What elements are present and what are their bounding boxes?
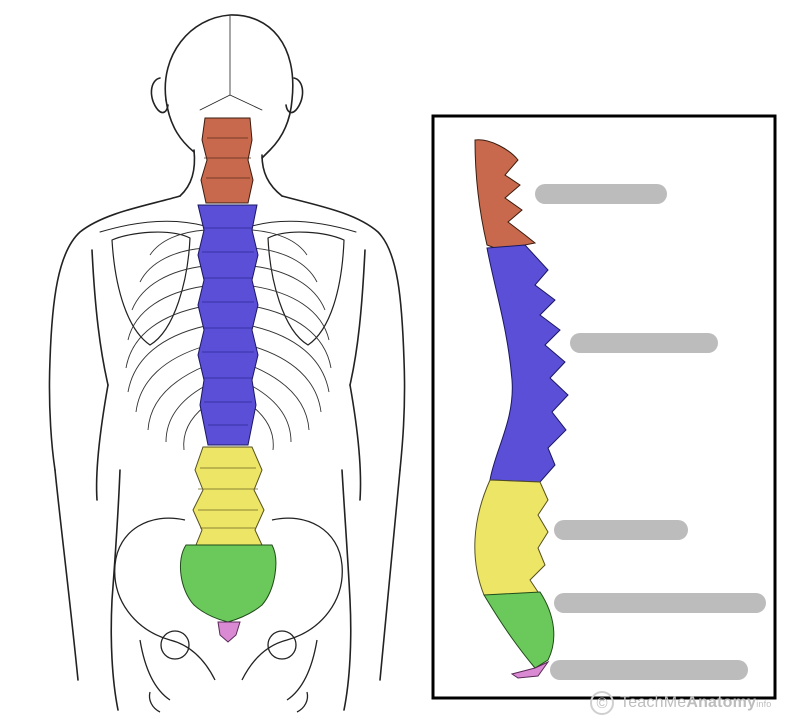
- label-placeholder-thoracic[interactable]: [570, 333, 718, 353]
- label-placeholder-lumbar[interactable]: [554, 520, 688, 540]
- watermark-brand-plain: TeachMe: [620, 694, 687, 711]
- watermark-brand: TeachMeAnatomyinfo: [620, 694, 772, 712]
- label-placeholder-cervical[interactable]: [535, 184, 667, 204]
- posterior-lumbar-spine: [192, 446, 265, 546]
- posterior-body-outline: [48, 14, 406, 711]
- lateral-sacrum: [483, 591, 555, 669]
- teachmeanatomy-watermark: © TeachMeAnatomyinfo: [590, 688, 790, 718]
- posterior-coccyx: [217, 621, 241, 643]
- posterior-cervical-spine: [200, 117, 254, 204]
- lateral-coccyx: [510, 660, 550, 679]
- posterior-thoracic-spine: [197, 204, 259, 446]
- copyright-icon: ©: [590, 691, 614, 715]
- watermark-brand-suffix: info: [756, 699, 772, 709]
- lateral-cervical-spine: [474, 139, 537, 251]
- rib-cage: [125, 229, 332, 451]
- pelvis-outline: [114, 517, 343, 713]
- posterior-sacrum: [180, 544, 277, 623]
- label-placeholder-coccyx[interactable]: [550, 660, 748, 680]
- label-placeholder-sacrum[interactable]: [554, 593, 766, 613]
- watermark-brand-bold: Anatomy: [686, 694, 757, 711]
- lateral-thoracic-spine: [486, 244, 569, 483]
- lateral-lumbar-spine: [474, 479, 549, 596]
